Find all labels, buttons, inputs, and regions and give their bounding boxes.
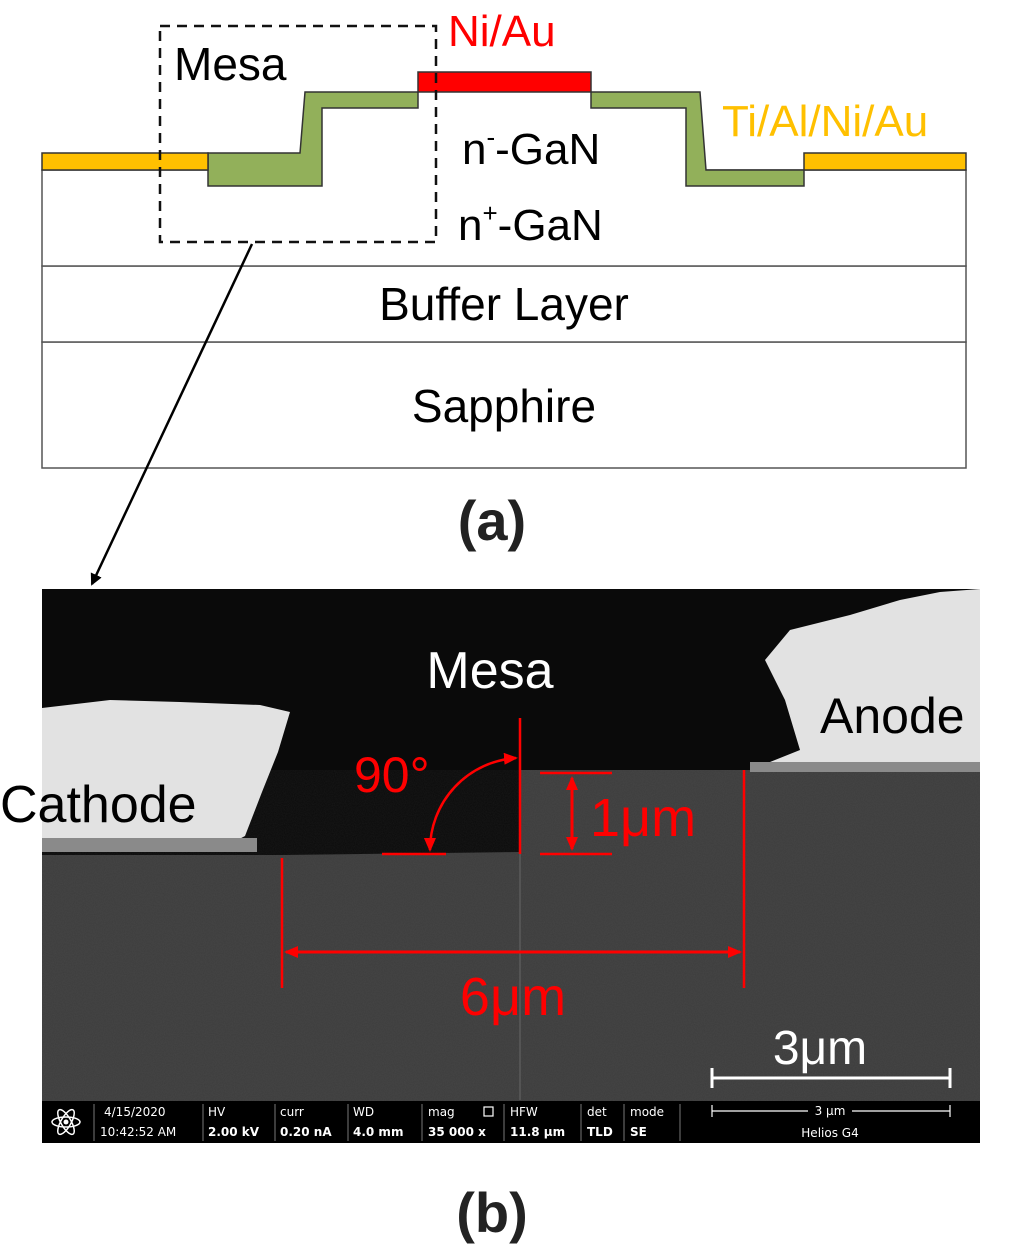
mesa-label: Mesa <box>174 38 287 90</box>
info-time: 10:42:52 AM <box>100 1125 176 1139</box>
scalebar-label: 3μm <box>773 1022 867 1075</box>
tialniau-label: Ti/Al/Ni/Au <box>722 97 928 146</box>
mesa-dashed-box <box>158 24 438 244</box>
anode-grain <box>750 762 980 772</box>
width-label: 6μm <box>460 967 566 1027</box>
info-bar-background <box>42 1101 980 1143</box>
cathode-metal <box>42 700 290 846</box>
info-mode-title: mode <box>630 1105 664 1119</box>
buffer-layer-label: Buffer Layer <box>379 278 629 330</box>
info-hv-value: 2.00 kV <box>208 1125 260 1139</box>
angle-arc <box>423 752 518 852</box>
anode-metal <box>750 589 980 770</box>
sapphire-label: Sapphire <box>412 380 596 432</box>
niau-contact <box>417 71 592 93</box>
panel-a-schematic: Ni/Au Ti/Al/Ni/Au Mesa n--GaN n+-GaN Buf… <box>41 7 967 552</box>
info-mag-value: 35 000 x <box>428 1125 486 1139</box>
zoom-arrow <box>90 243 254 586</box>
n-minus-gan-label: n--GaN <box>462 122 600 174</box>
info-wd-value: 4.0 mm <box>353 1125 403 1139</box>
info-det-value: TLD <box>587 1125 613 1139</box>
mesa-body <box>212 100 800 185</box>
buffer-layer <box>41 265 967 343</box>
sem-mesa-label: Mesa <box>426 642 553 700</box>
caption-a: (a) <box>458 489 526 552</box>
sem-info-bar: 4/15/2020 10:42:52 AM HV 2.00 kV curr 0.… <box>42 1101 980 1143</box>
info-hfw-value: 11.8 μm <box>510 1125 565 1139</box>
tialniau-contact-right <box>803 152 967 171</box>
tialniau-contact-left <box>41 152 209 171</box>
height-label: 1μm <box>590 788 696 848</box>
sem-anode-label: Anode <box>820 688 965 744</box>
info-wd-title: WD <box>353 1105 374 1119</box>
info-date: 4/15/2020 <box>104 1105 166 1119</box>
info-instrument: Helios G4 <box>801 1126 858 1140</box>
info-hfw-title: HFW <box>510 1105 538 1119</box>
niau-label: Ni/Au <box>448 7 556 56</box>
info-mode-value: SE <box>630 1125 647 1139</box>
info-det-title: det <box>587 1105 607 1119</box>
info-hv-title: HV <box>208 1105 226 1119</box>
atom-icon <box>51 1108 81 1136</box>
passivation-layer <box>207 91 419 187</box>
caption-b: (b) <box>456 1181 528 1244</box>
mag-square-icon <box>483 1106 494 1117</box>
info-mag-title: mag <box>428 1105 455 1119</box>
passivation-layer-right <box>590 91 805 187</box>
info-curr-title: curr <box>280 1105 304 1119</box>
panel-b-sem-image: Mesa Anode Cathode 90° 1μm 6μm 3μm <box>0 589 980 1101</box>
info-scale-text: 3 μm <box>815 1104 846 1118</box>
sem-cathode-label: Cathode <box>0 776 197 834</box>
n-plus-gan-label: n+-GaN <box>458 198 603 250</box>
cathode-grain <box>42 838 257 852</box>
angle-label: 90° <box>354 747 430 803</box>
info-curr-value: 0.20 nA <box>280 1125 332 1139</box>
